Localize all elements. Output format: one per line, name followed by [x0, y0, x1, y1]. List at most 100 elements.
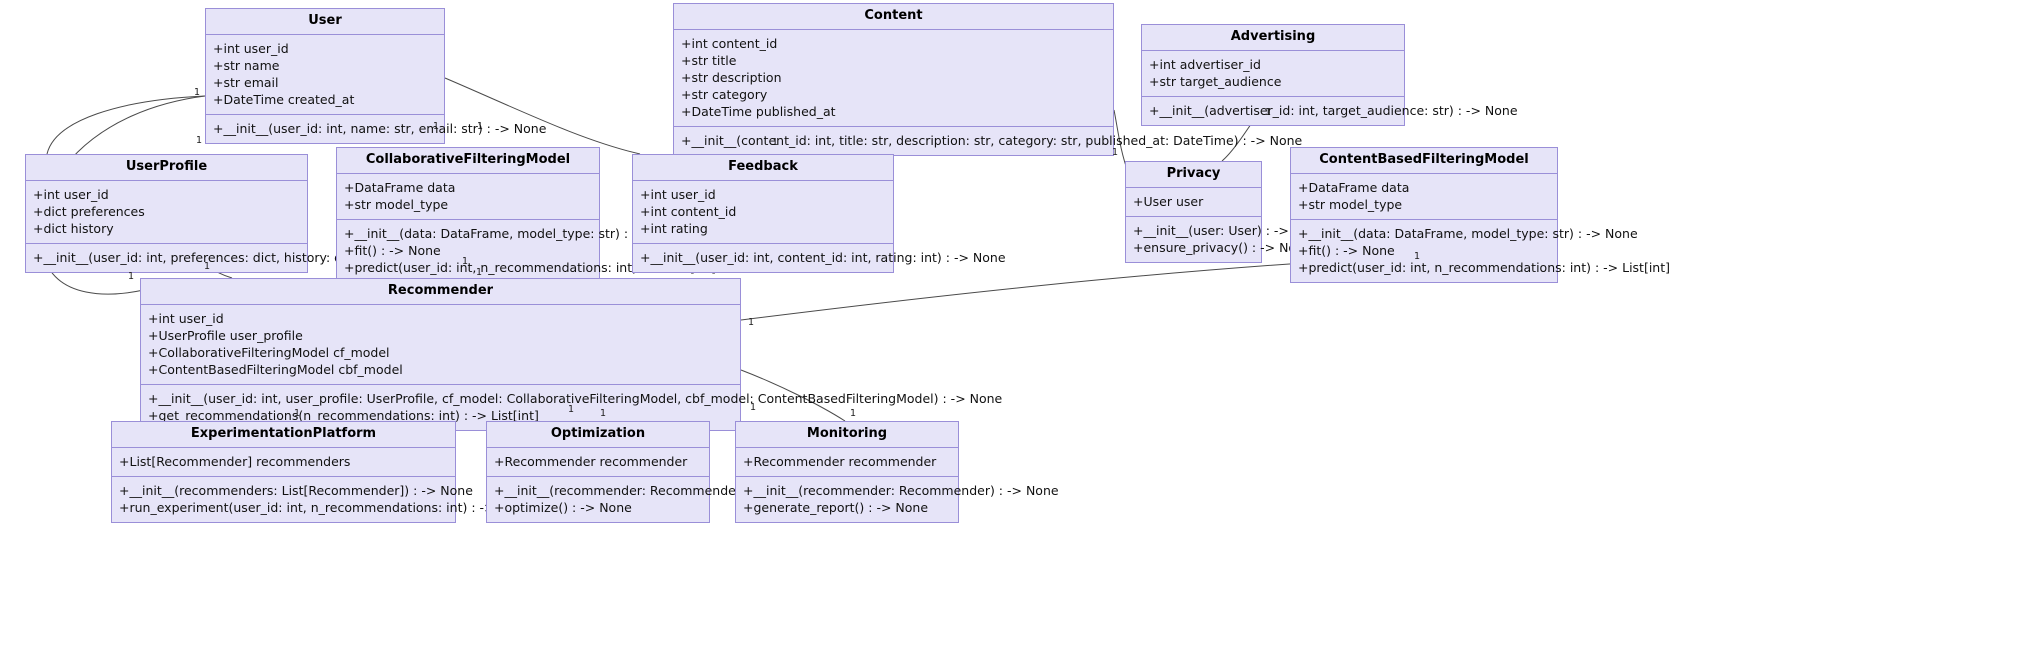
multiplicity-label: 1 — [433, 121, 440, 132]
attributes-compartment: +User user — [1126, 188, 1261, 217]
methods-compartment: +__init__(user: User) : -> None +ensure_p… — [1126, 217, 1326, 262]
multiplicity-label: 1 — [600, 408, 607, 419]
attribute-row: +dict history — [33, 221, 114, 236]
attribute-row: +int rating — [640, 221, 708, 236]
class-title: Content — [674, 4, 1113, 30]
uml-class-advertising[interactable]: Advertising+int advertiser_id+str target… — [1141, 24, 1518, 126]
attribute-row: +DateTime created_at — [213, 92, 355, 107]
attribute-row: +UserProfile user_profile — [148, 328, 303, 343]
class-title: ExperimentationPlatform — [112, 422, 455, 448]
uml-class-optimization[interactable]: Optimization +Recommender recommender +__i… — [486, 421, 810, 523]
uml-class-userprofile[interactable]: UserProfile +int user_id +dict preferences… — [25, 154, 426, 273]
method-row: +__init__(user_id: int, preferences: dic… — [33, 250, 426, 265]
methods-compartment: +__init__(user_id: int, preferences: dic… — [26, 244, 426, 272]
class-title: Advertising — [1142, 25, 1404, 51]
attributes-compartment: +int user_id +UserProfile user_profile +Co… — [141, 305, 740, 385]
methods-compartment: +__init__(recommender: Recommender) : ->… — [487, 477, 810, 522]
attributes-compartment: +int advertiser_id+str target_audience — [1142, 51, 1404, 97]
class-title: Monitoring — [736, 422, 958, 448]
attribute-row: +ContentBasedFilteringModel cbf_model — [148, 362, 403, 377]
attribute-row: +int user_id — [213, 41, 289, 56]
class-title: User — [206, 9, 444, 35]
association-edge — [444, 77, 641, 155]
method-row: +__init__(recommender: Recommender) : ->… — [743, 483, 1059, 498]
uml-class-content[interactable]: Content+int content_id+str title+str des… — [673, 3, 1303, 156]
method-row: +__init__(recommenders: List[Recommender… — [119, 483, 473, 498]
attribute-row: +int user_id — [148, 311, 224, 326]
attributes-compartment: +int user_id +dict preferences +dict histo… — [26, 181, 307, 244]
multiplicity-label: 1 — [1414, 251, 1421, 262]
methods-compartment: +__init__(user_id: int, user_profile: Us… — [141, 385, 1003, 430]
multiplicity-label: 1 — [750, 402, 757, 413]
class-title: Optimization — [487, 422, 709, 448]
method-row: +__init__(user_id: int, name: str, email… — [213, 121, 547, 136]
attribute-row: +str name — [213, 58, 280, 73]
methods-compartment: +__init__(advertiser_id: int, target_aud… — [1142, 97, 1518, 125]
methods-compartment: +__init__(user_id: int, content_id: int,… — [633, 244, 1006, 272]
method-row: +__init__(data: DataFrame, model_type: s… — [1298, 226, 1638, 241]
method-row: +predict(user_id: int, n_recommendations… — [344, 260, 717, 275]
attributes-compartment: +DataFrame data+str model_type — [1291, 174, 1557, 220]
class-title: Privacy — [1126, 162, 1261, 188]
multiplicity-label: 1 — [294, 408, 301, 419]
method-row: +__init__(user_id: int, user_profile: Us… — [148, 391, 1003, 406]
multiplicity-label: 1 — [128, 271, 135, 282]
method-row: +predict(user_id: int, n_recommendations… — [1298, 260, 1671, 275]
methods-compartment: +__init__(recommenders: List[Recommender… — [112, 477, 606, 522]
uml-class-monitoring[interactable]: Monitoring +Recommender recommender +__ini… — [735, 421, 1059, 523]
multiplicity-label: 1 — [568, 404, 575, 415]
attribute-row: +int advertiser_id — [1149, 57, 1261, 72]
attribute-row: +dict preferences — [33, 204, 145, 219]
method-row: +__init__(user: User) : -> None — [1133, 223, 1326, 238]
attribute-row: +int user_id — [33, 187, 109, 202]
multiplicity-label: 1 — [1265, 107, 1272, 118]
method-row: +ensure_privacy() : -> None — [1133, 240, 1312, 255]
method-row: +__init__(recommender: Recommender) : ->… — [494, 483, 810, 498]
uml-class-cbfmodel[interactable]: ContentBasedFilteringModel+DataFrame dat… — [1290, 147, 1671, 283]
attribute-row: +List[Recommender] recommenders — [119, 454, 351, 469]
attribute-row: +User user — [1133, 194, 1204, 209]
class-title: UserProfile — [26, 155, 307, 181]
attribute-row: +str category — [681, 87, 768, 102]
multiplicity-label: 1 — [196, 135, 203, 146]
uml-class-user[interactable]: User+int user_id+str name+str email+Date… — [205, 8, 547, 144]
multiplicity-label: 1 — [462, 256, 469, 267]
attributes-compartment: +Recommender recommender — [736, 448, 958, 477]
attributes-compartment: +List[Recommender] recommenders — [112, 448, 455, 477]
uml-class-recommender[interactable]: Recommender +int user_id +UserProfile user… — [140, 278, 1003, 431]
method-row: +__init__(data: DataFrame, model_type: s… — [344, 226, 684, 241]
multiplicity-label: 1 — [204, 261, 211, 272]
attribute-row: +str title — [681, 53, 737, 68]
attribute-row: +CollaborativeFilteringModel cf_model — [148, 345, 390, 360]
uml-class-cfmodel[interactable]: CollaborativeFilteringModel+DataFrame da… — [336, 147, 717, 283]
method-row: +__init__(advertiser_id: int, target_aud… — [1149, 103, 1518, 118]
association-edge — [46, 95, 206, 155]
multiplicity-label: 1 — [476, 267, 483, 278]
class-title: Recommender — [141, 279, 740, 305]
method-row: +run_experiment(user_id: int, n_recommen… — [119, 500, 606, 515]
attributes-compartment: +Recommender recommender — [487, 448, 709, 477]
methods-compartment: +__init__(content_id: int, title: str, d… — [674, 127, 1303, 155]
method-row: +generate_report() : -> None — [743, 500, 929, 515]
attribute-row: +DataFrame data — [1298, 180, 1410, 195]
uml-class-privacy[interactable]: Privacy +User user +__init__(user: User) :… — [1125, 161, 1326, 263]
attributes-compartment: +int content_id+str title+str descriptio… — [674, 30, 1113, 127]
attribute-row: +int content_id — [640, 204, 737, 219]
uml-class-feedback[interactable]: Feedback +int user_id +int content_id +int … — [632, 154, 1006, 273]
attributes-compartment: +DataFrame data +str model_type — [337, 174, 599, 220]
method-row: +fit() : -> None — [1298, 243, 1395, 258]
attribute-row: +str model_type — [344, 197, 449, 212]
multiplicity-label: 1 — [1112, 147, 1119, 158]
method-row: +__init__(content_id: int, title: str, d… — [681, 133, 1303, 148]
attribute-row: +DateTime published_at — [681, 104, 836, 119]
attribute-row: +Recommender recommender — [743, 454, 937, 469]
attribute-row: +DataFrame data — [344, 180, 456, 195]
class-title: ContentBasedFilteringModel — [1291, 148, 1557, 174]
methods-compartment: +__init__(recommender: Recommender) : ->… — [736, 477, 1059, 522]
class-title: Feedback — [633, 155, 893, 181]
uml-class-experimentation[interactable]: ExperimentationPlatform +List[Recommender… — [111, 421, 606, 523]
attribute-row: +int user_id — [640, 187, 716, 202]
attribute-row: +Recommender recommender — [494, 454, 688, 469]
multiplicity-label: 1 — [194, 87, 201, 98]
